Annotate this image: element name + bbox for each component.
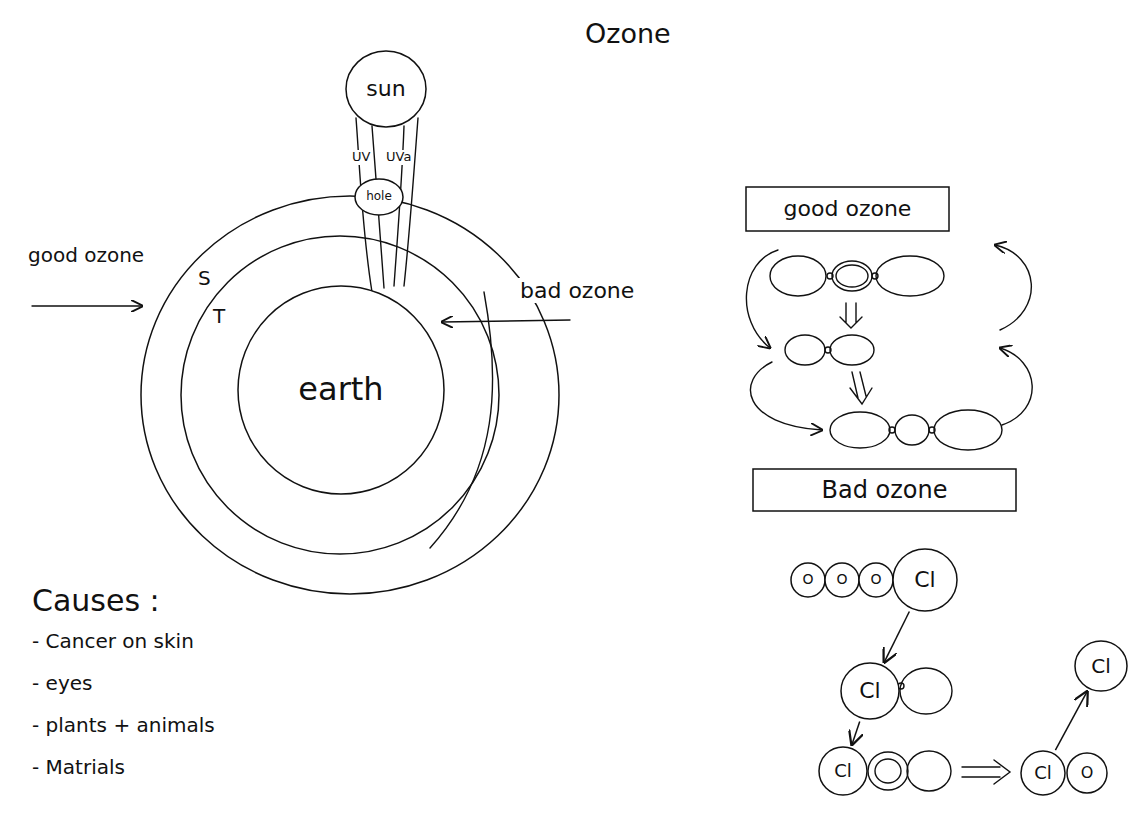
oxygen-atom: O [858,562,894,598]
atom [907,751,951,791]
chlorine-atom: Cl [892,548,958,612]
node-text: Bad ozone [822,477,948,503]
sun-circle: sun [345,50,427,128]
troposphere-band: Tearth [180,235,500,555]
list-item: - plants + animals [30,714,217,737]
oxygen-atom: O [790,562,826,598]
atom [900,668,952,714]
oxygen-atom: O [824,562,860,598]
title: Ozone [585,18,671,49]
cycle-arrow [1000,348,1032,425]
node-text: O [836,572,847,587]
cycle-arrow [746,250,778,348]
hole-circle: hole [354,178,404,216]
chlorine-atom: Cl [840,662,900,720]
node-text: hole [366,190,392,203]
node-text: O [1081,764,1094,782]
node-text: sun [366,77,405,101]
node-text: Cl [914,568,935,592]
pointer-arrow [442,320,570,322]
ray-label: UVa [384,150,413,165]
reaction-arrow [840,303,862,328]
node-text: O [870,572,881,587]
cycle-arrow [995,245,1031,330]
node-text: T [213,305,225,327]
pointer-label: bad ozone [518,278,636,303]
heading-box: Bad ozone [752,468,1017,512]
node-text: Cl [1091,655,1111,677]
atom [830,412,890,448]
node-text: earth [298,372,383,407]
atom [836,265,868,287]
ray-label: UV [350,150,372,165]
cycle-arrow [750,362,822,430]
reaction-arrow [962,760,1010,784]
oxygen-atom: O [1066,752,1108,794]
bond-dot [872,273,878,279]
node-text: good ozone [784,197,912,221]
atom [868,752,908,790]
atom [830,335,874,365]
atom [770,256,826,296]
atom [875,759,901,783]
chlorine-atom: Cl [1074,640,1128,692]
pointer-label: good ozone [26,244,146,267]
uv-ray [404,118,418,286]
atom [934,410,1002,450]
heading-box: good ozone [745,186,950,232]
list-item: - Matrials [30,756,127,779]
chlorine-atom: Cl [818,746,868,796]
earth-circle: earth [237,285,445,495]
node-text: Cl [1034,763,1052,783]
node-text: Cl [859,679,880,703]
list-item: - Cancer on skin [30,630,196,653]
bond-dot [889,427,895,433]
stratosphere-band: STearth [140,195,560,595]
node-text: Cl [834,761,852,781]
reaction-arrow [852,721,860,744]
atom [876,256,944,296]
reaction-arrow [1055,692,1087,750]
atom [832,261,872,291]
atom [895,415,929,445]
node-text: S [198,267,211,289]
node-text: O [802,572,813,587]
list-item: - eyes [30,672,94,695]
chlorine-atom: Cl [1020,750,1066,796]
list-heading: Causes : [30,584,162,619]
reaction-arrow [850,372,872,404]
atom [785,335,825,365]
reaction-arrow [884,612,909,663]
pointer-arrow [32,305,142,306]
